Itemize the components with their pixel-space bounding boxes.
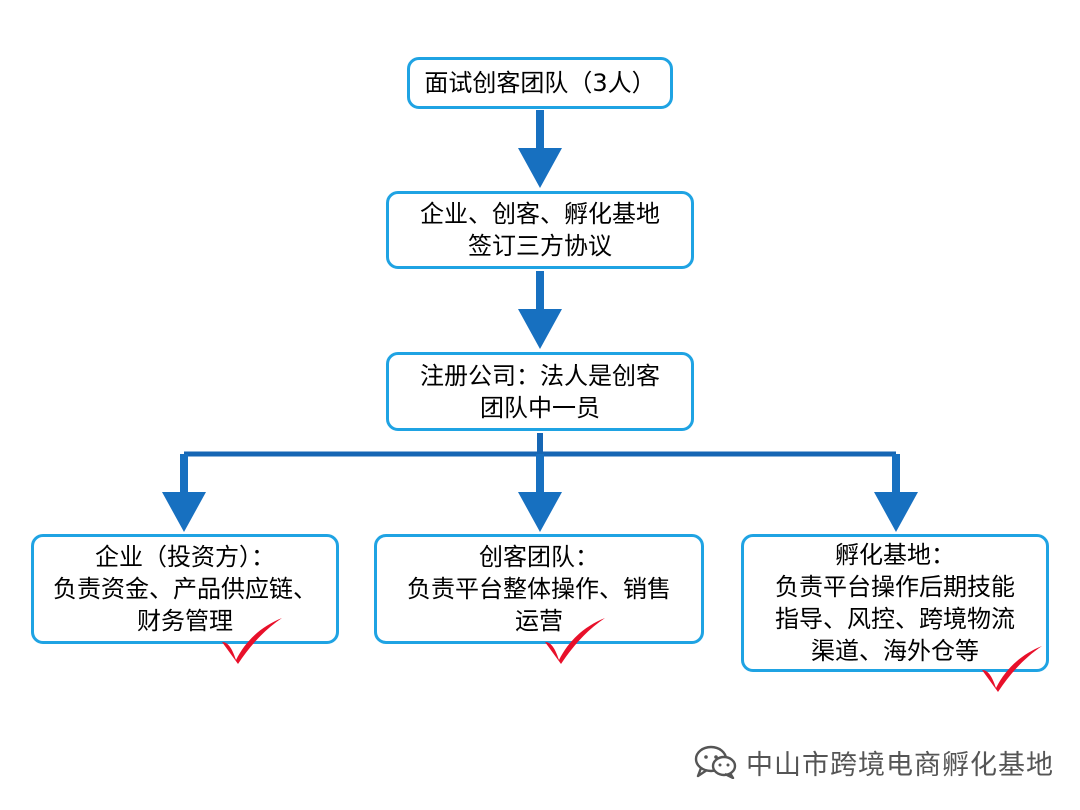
checkmark-icon — [222, 618, 282, 664]
node-maker-team-line: 运营 — [515, 607, 563, 635]
node-interview: 面试创客团队（3人） — [407, 57, 673, 109]
node-agreement: 企业、创客、孵化基地 签订三方协议 — [386, 191, 694, 269]
node-enterprise-line: 企业（投资方）： — [95, 543, 275, 571]
node-interview-line: 面试创客团队（3人） — [424, 69, 656, 97]
arrow-to-maker-team — [518, 454, 562, 532]
node-register: 注册公司：法人是创客 团队中一员 — [386, 352, 694, 431]
arrow-to-enterprise — [162, 454, 206, 532]
node-enterprise-line: 负责资金、产品供应链、 — [53, 575, 317, 603]
node-agreement-line: 企业、创客、孵化基地 — [420, 200, 660, 228]
node-maker-team-line: 负责平台整体操作、销售 — [407, 575, 671, 603]
watermark-text: 中山市跨境电商孵化基地 — [746, 749, 1054, 781]
node-incubator-line: 指导、风控、跨境物流 — [775, 605, 1015, 633]
arrow-to-incubator — [874, 454, 918, 532]
checkmark-icon — [545, 618, 605, 664]
node-maker-team: 创客团队： 负责平台整体操作、销售 运营 — [374, 534, 704, 644]
node-incubator-line: 渠道、海外仓等 — [811, 637, 979, 665]
node-agreement-line: 签订三方协议 — [468, 232, 612, 260]
arrow-register-stem — [537, 433, 543, 457]
node-incubator-line: 负责平台操作后期技能 — [775, 573, 1015, 601]
node-incubator-line: 孵化基地： — [835, 541, 955, 569]
checkmark-icon — [982, 646, 1042, 692]
arrow-agreement-to-register — [518, 271, 562, 349]
node-register-line: 注册公司：法人是创客 — [420, 361, 660, 390]
node-enterprise: 企业（投资方）： 负责资金、产品供应链、 财务管理 — [31, 534, 339, 644]
wechat-icon — [694, 745, 737, 779]
arrow-interview-to-agreement — [518, 110, 562, 188]
node-maker-team-line: 创客团队： — [479, 543, 599, 571]
watermark: 中山市跨境电商孵化基地 — [694, 742, 1054, 782]
node-register-line: 团队中一员 — [480, 393, 600, 422]
node-enterprise-line: 财务管理 — [137, 607, 233, 635]
node-incubator: 孵化基地： 负责平台操作后期技能 指导、风控、跨境物流 渠道、海外仓等 — [741, 534, 1049, 672]
